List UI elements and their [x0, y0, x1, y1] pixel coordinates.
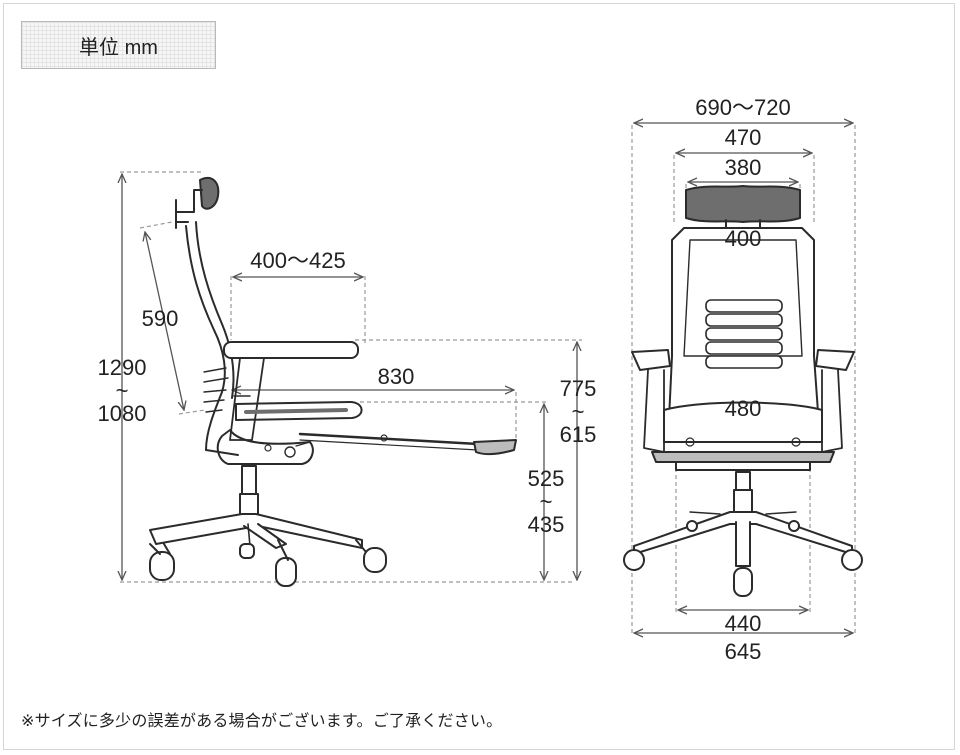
height-sep-label: ~	[116, 378, 129, 403]
base-width-label: 645	[725, 639, 762, 664]
caster-span-label: 440	[725, 611, 762, 636]
side-view-labels: 1290 ~ 1080 590 400〜425 830 775 ~ 615 52…	[98, 248, 597, 537]
front-view-chair	[623, 185, 863, 597]
disclaimer-note: ※サイズに多少の誤差がある場合がございます。ご了承ください。	[21, 713, 503, 730]
height-bottom-label: 1080	[98, 401, 147, 426]
side-view-chair	[149, 177, 517, 587]
diagram-frame	[3, 3, 955, 750]
front-view-labels: 690〜720 470 380 400 480 440 645	[695, 95, 790, 664]
back-inner-width-label: 400	[725, 226, 762, 251]
arm-height-top-label: 775	[560, 376, 597, 401]
seat-height-sep-label: ~	[540, 489, 553, 514]
back-width-label: 470	[725, 125, 762, 150]
seat-height-top-label: 525	[528, 466, 565, 491]
front-casters	[623, 520, 863, 597]
overall-width-label: 690〜720	[695, 95, 790, 120]
unit-label-box: 単位 mm	[21, 21, 216, 69]
height-top-label: 1290	[98, 355, 147, 380]
lumbar-pads	[705, 299, 783, 369]
leg-rest-length-label: 830	[378, 364, 415, 389]
side-view-dimension-lines	[122, 174, 577, 580]
headrest-width-label: 380	[725, 155, 762, 180]
seat-width-label: 480	[725, 396, 762, 421]
arm-depth-label: 400〜425	[250, 248, 345, 273]
side-view-guides	[120, 171, 582, 583]
arm-height-sep-label: ~	[572, 399, 585, 424]
back-height-label: 590	[142, 306, 179, 331]
seat-height-bottom-label: 435	[528, 512, 565, 537]
side-casters	[149, 539, 387, 587]
arm-height-bottom-label: 615	[560, 422, 597, 447]
unit-label: 単位 mm	[79, 36, 158, 59]
